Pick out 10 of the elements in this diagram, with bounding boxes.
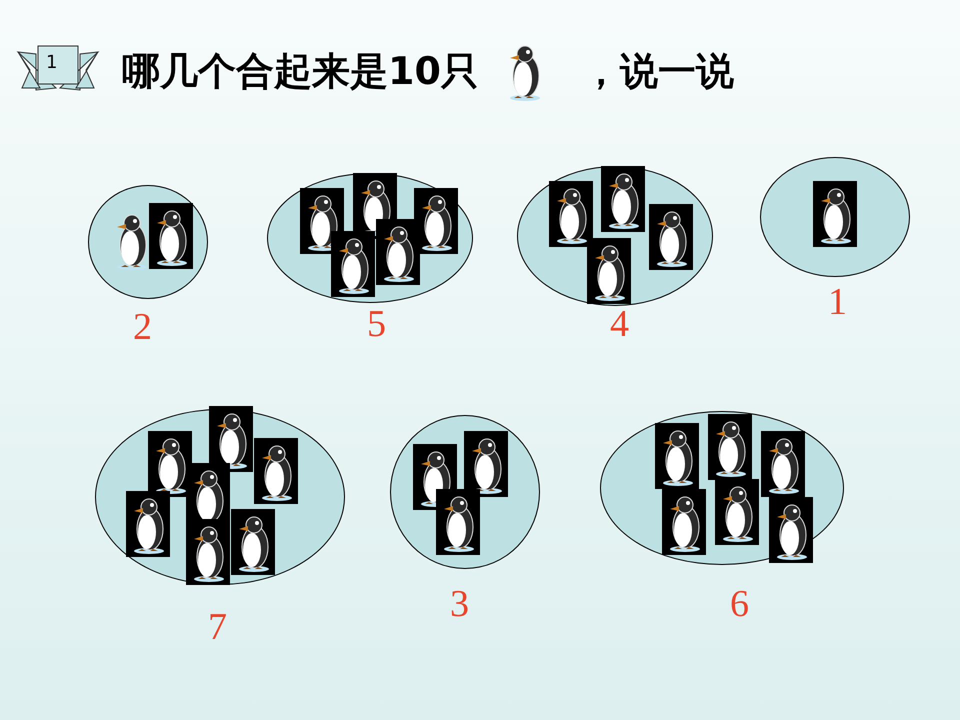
count-number: 7	[208, 608, 227, 646]
title-text: ，说一说	[582, 52, 734, 90]
count-number: 5	[367, 305, 386, 343]
title: 哪几个合起来是10只	[122, 52, 479, 90]
badge-number: 1	[46, 52, 58, 73]
count-number: 2	[133, 308, 152, 346]
count-number: 6	[730, 585, 749, 623]
count-number: 4	[610, 305, 629, 343]
count-number: 1	[828, 283, 847, 321]
count-number: 3	[450, 585, 469, 623]
